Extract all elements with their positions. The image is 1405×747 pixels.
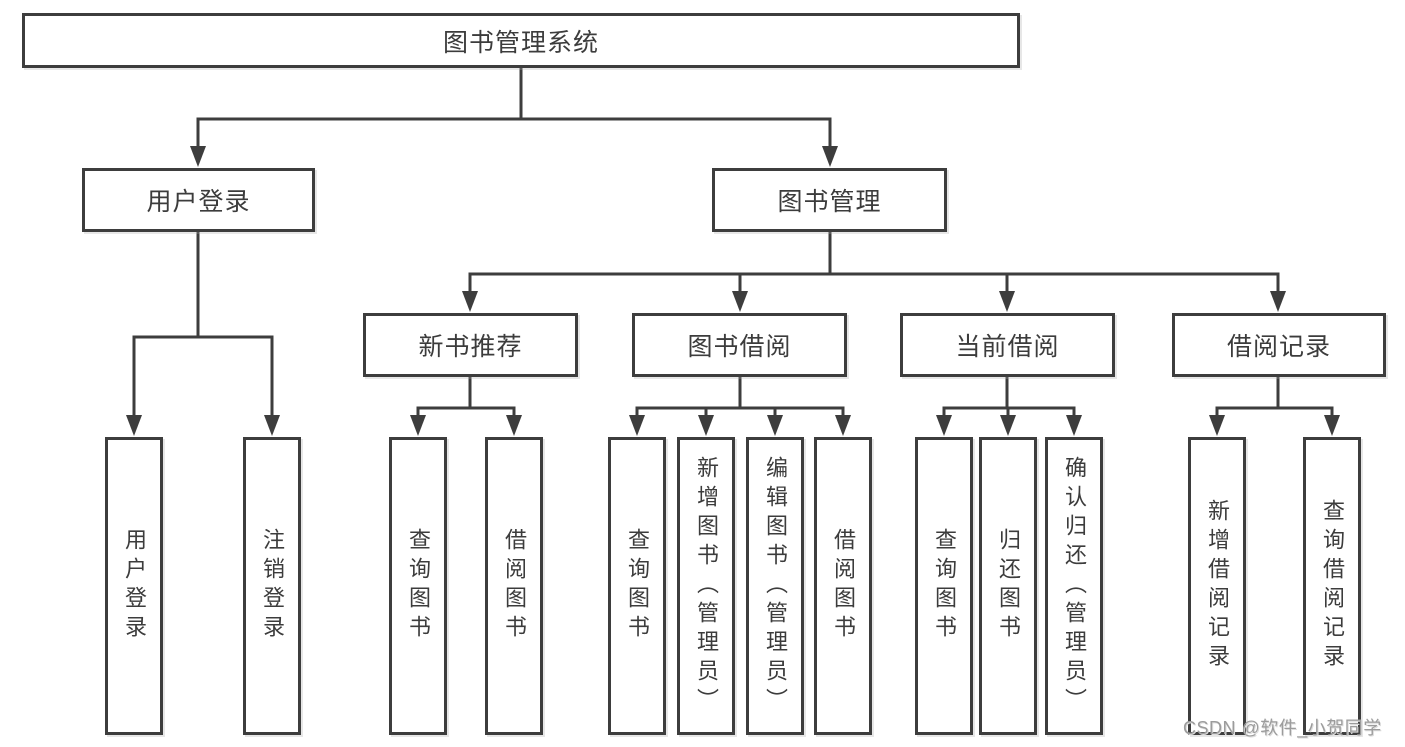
node-library-management-system-label: 图书管理系统 [442,28,599,57]
leaf-edit-book-admin-label: 编辑图书（管理员） [763,455,788,717]
leaf-add-book-admin: 新增图书（管理员） [677,437,735,735]
node-library-management-system: 图书管理系统 [22,13,1020,68]
leaf-query-books-borrow-label: 查询图书 [625,528,650,644]
arrowhead-icon [1324,415,1340,436]
leaf-add-borrow-record: 新增借阅记录 [1188,437,1246,735]
node-book-management: 图书管理 [712,168,947,232]
arrowhead-icon [410,415,426,436]
leaf-user-login: 用户登录 [105,437,163,735]
leaf-query-books-current-label: 查询图书 [932,528,957,644]
leaf-logout: 注销登录 [243,437,301,735]
arrowhead-icon [264,415,280,436]
leaf-edit-book-admin: 编辑图书（管理员） [746,437,804,735]
node-current-borrowing: 当前借阅 [900,313,1115,377]
leaf-borrow-books-label: 借阅图书 [831,528,856,644]
arrowhead-icon [1270,291,1286,312]
arrowhead-icon [1209,415,1225,436]
arrowhead-icon [462,291,478,312]
leaf-borrow-books-recommend: 借阅图书 [485,437,543,735]
leaf-query-books-recommend: 查询图书 [389,437,447,735]
arrowhead-icon [126,415,142,436]
leaf-return-books: 归还图书 [979,437,1037,735]
leaf-add-borrow-record-label: 新增借阅记录 [1205,499,1230,673]
arrowhead-icon [767,415,783,436]
arrowhead-icon [732,291,748,312]
leaf-query-books-recommend-label: 查询图书 [406,528,431,644]
csdn-watermark: CSDN @软件_小贺同学 [1183,718,1382,738]
arrowhead-icon [936,415,952,436]
leaf-query-books-current: 查询图书 [915,437,973,735]
node-new-book-recommendation: 新书推荐 [363,313,578,377]
leaf-user-login-label: 用户登录 [122,528,147,644]
node-borrowing-records-label: 借阅记录 [1226,333,1331,361]
leaf-add-book-admin-label: 新增图书（管理员） [694,455,719,717]
leaf-query-borrow-record-label: 查询借阅记录 [1320,499,1345,673]
arrowhead-icon [1000,415,1016,436]
arrowhead-icon [999,291,1015,312]
arrowhead-icon [698,415,714,436]
leaf-confirm-return-admin: 确认归还（管理员） [1045,437,1103,735]
arrowhead-icon [190,146,206,167]
leaf-logout-label: 注销登录 [260,528,285,644]
leaf-borrow-books: 借阅图书 [814,437,872,735]
node-user-login-label: 用户登录 [146,188,251,216]
node-book-borrowing-label: 图书借阅 [687,333,792,361]
node-book-borrowing: 图书借阅 [632,313,847,377]
node-user-login: 用户登录 [82,168,315,232]
arrowhead-icon [506,415,522,436]
arrowhead-icon [835,415,851,436]
node-book-management-label: 图书管理 [777,188,882,216]
node-borrowing-records: 借阅记录 [1172,313,1386,377]
node-current-borrowing-label: 当前借阅 [955,333,1060,361]
arrowhead-icon [1066,415,1082,436]
node-new-book-recommendation-label: 新书推荐 [418,333,523,361]
leaf-return-books-label: 归还图书 [996,528,1021,644]
leaf-query-books-borrow: 查询图书 [608,437,666,735]
arrowhead-icon [629,415,645,436]
arrowhead-icon [822,146,838,167]
leaf-borrow-books-recommend-label: 借阅图书 [502,528,527,644]
leaf-query-borrow-record: 查询借阅记录 [1303,437,1361,735]
leaf-confirm-return-admin-label: 确认归还（管理员） [1062,455,1087,717]
